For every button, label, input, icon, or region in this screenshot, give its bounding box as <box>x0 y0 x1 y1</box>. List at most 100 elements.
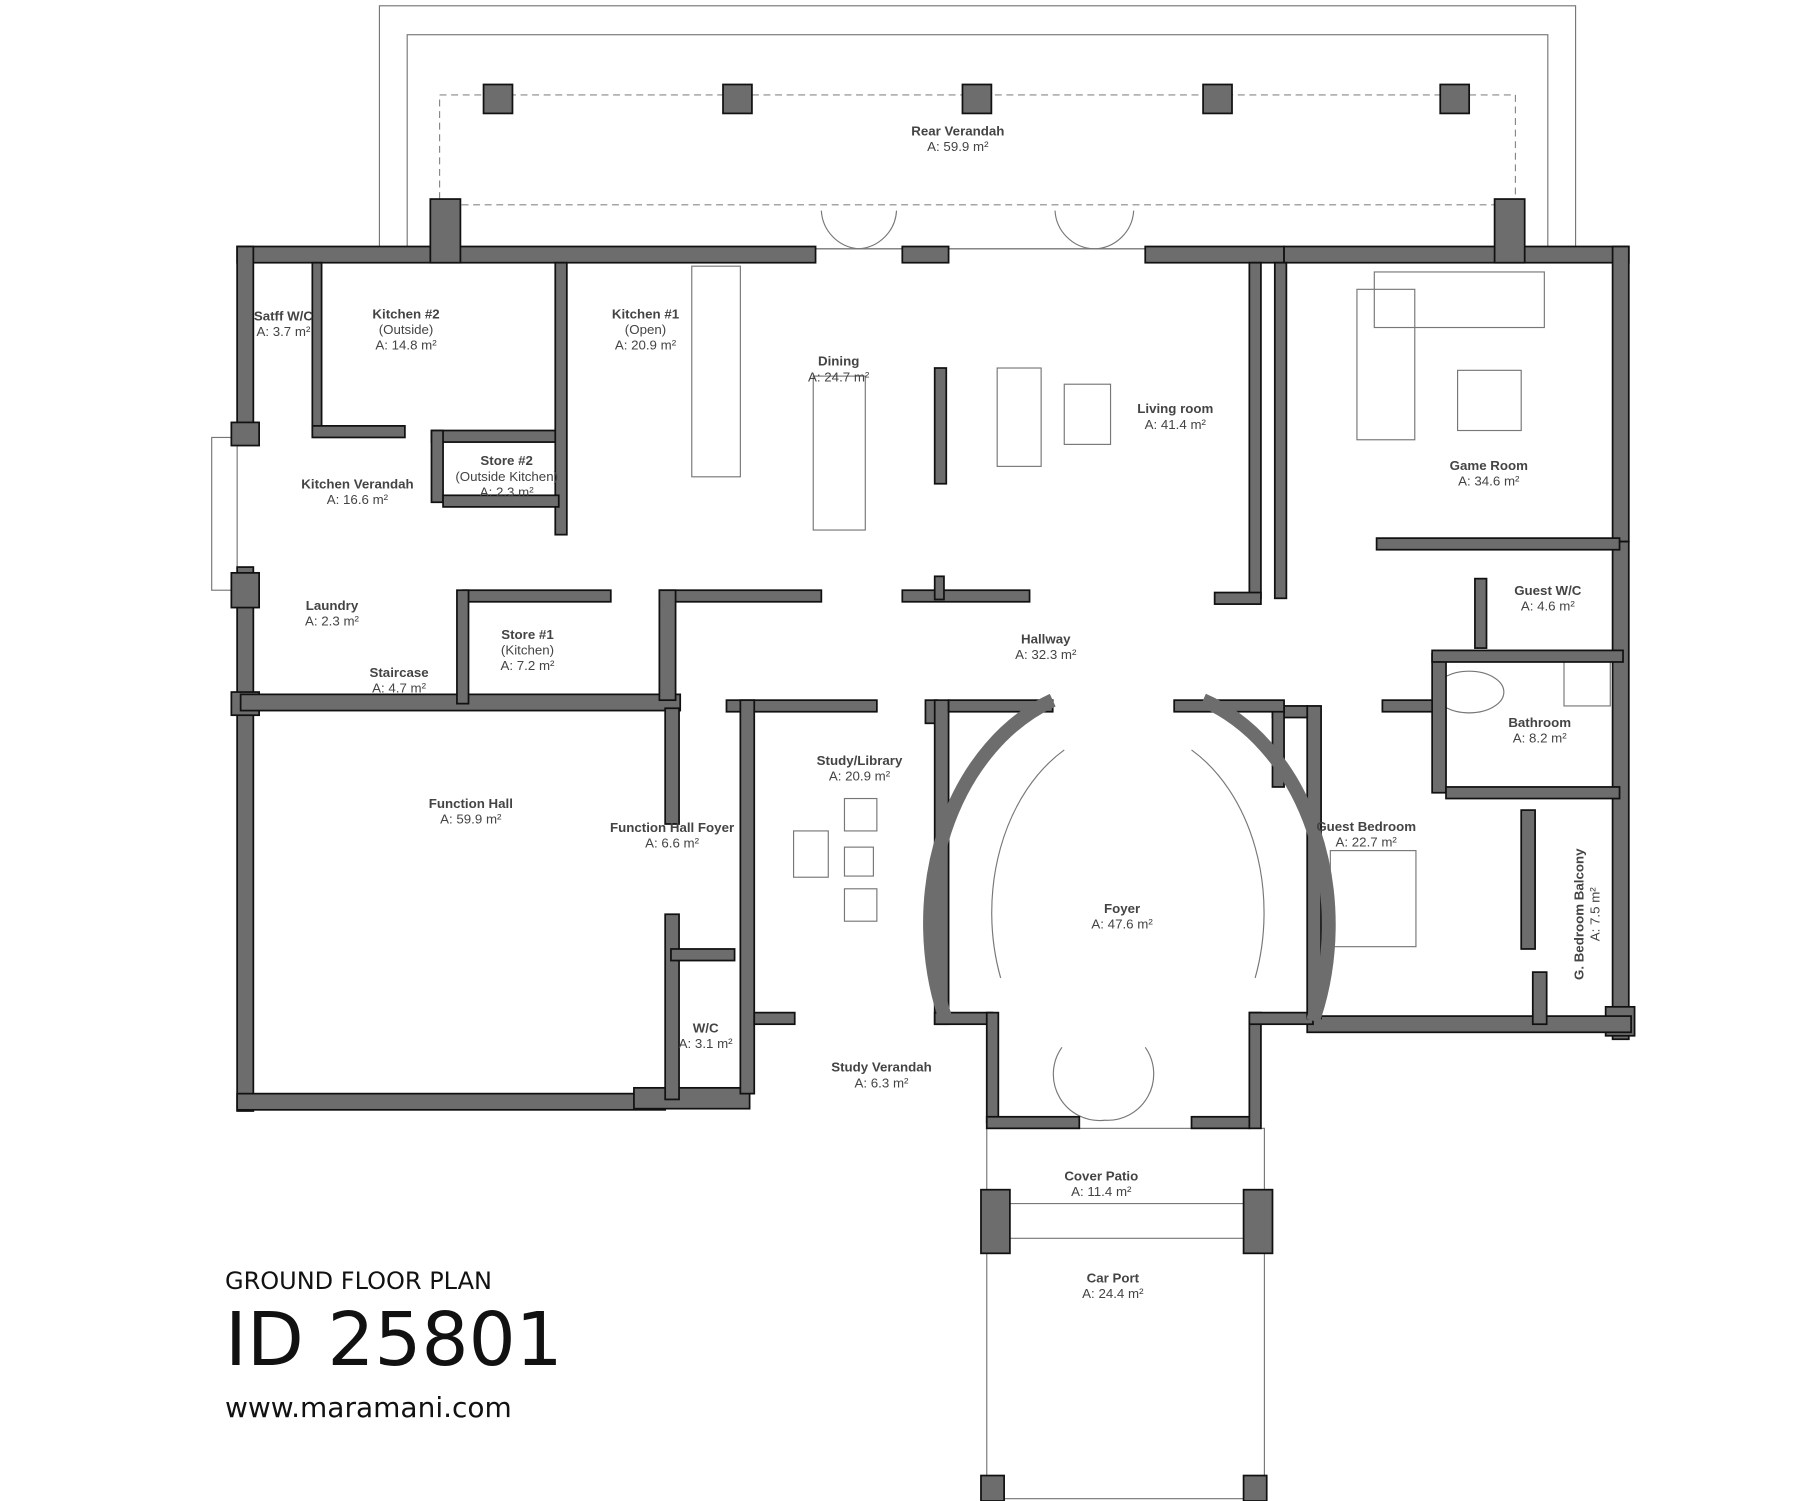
wall-segment <box>554 261 568 536</box>
room-name: Staircase <box>370 665 429 680</box>
curved-staircase-wall <box>923 693 1056 1024</box>
room-name: Guest W/C <box>1514 583 1582 598</box>
room-name: Laundry <box>306 598 359 613</box>
room-name: Living room <box>1137 401 1213 416</box>
wall-segment <box>456 589 470 705</box>
wall-segment <box>1431 652 1447 794</box>
wall-segment <box>230 571 260 609</box>
wall-segment <box>664 707 680 825</box>
website-link[interactable]: www.maramani.com <box>225 1391 512 1424</box>
wall-segment <box>430 429 444 504</box>
wall-segment <box>933 367 948 485</box>
wall-segment <box>236 1092 667 1111</box>
room-name: Dining <box>818 354 859 369</box>
room-area: A: 59.9 m² <box>440 811 502 826</box>
wall-segment <box>429 198 462 264</box>
room-label: Kitchen #1(Open)A: 20.9 m² <box>612 306 680 352</box>
room-name: Game Room <box>1450 458 1528 473</box>
wall-segment <box>725 699 878 713</box>
wall-segment <box>985 1011 1000 1124</box>
wall-segment <box>1520 809 1536 950</box>
room-area: A: 2.3 m² <box>480 484 535 499</box>
room-area: A: 34.6 m² <box>1458 473 1520 488</box>
wall-segment <box>1531 971 1548 1026</box>
wall-segment <box>1431 649 1624 663</box>
wall-segment <box>1375 537 1621 551</box>
wall-segment <box>658 589 677 702</box>
wall-segment <box>1202 83 1233 115</box>
room-area: A: 8.2 m² <box>1513 730 1568 745</box>
wall-segment <box>664 913 680 1101</box>
wall-segment <box>753 1011 796 1026</box>
room-name: Store #2 <box>480 453 532 468</box>
wall-segment <box>430 429 560 443</box>
room-area: A: 3.7 m² <box>256 324 311 339</box>
wall-segment <box>1445 786 1621 800</box>
wall-segment <box>230 421 260 447</box>
room-area: A: 47.6 m² <box>1091 917 1153 932</box>
wall-segment <box>1439 83 1471 115</box>
wall-segment <box>1283 245 1630 264</box>
room-name: Study Verandah <box>831 1060 931 1075</box>
room-area: A: 24.4 m² <box>1082 1286 1144 1301</box>
room-area: A: 41.4 m² <box>1145 417 1207 432</box>
room-area: A: 24.7 m² <box>808 369 870 384</box>
room-label: Store #2(Outside Kitchen)A: 2.3 m² <box>455 453 558 499</box>
wall-segment <box>311 261 323 438</box>
wall-segment <box>1213 591 1262 605</box>
room-name: Car Port <box>1087 1270 1140 1285</box>
wall-segment <box>1144 245 1285 264</box>
wall-segment <box>442 494 560 508</box>
wall-segment <box>670 948 736 962</box>
room-name: W/C <box>693 1020 719 1035</box>
walls <box>230 83 1636 1501</box>
plan-outlines <box>211 5 1611 1500</box>
room-area: A: 4.7 m² <box>372 681 427 696</box>
wall-segment <box>1474 577 1488 649</box>
room-label: W/CA: 3.1 m² <box>679 1020 734 1051</box>
room-name: G. Bedroom Balcony <box>1572 848 1587 980</box>
room-area: A: 20.9 m² <box>829 769 891 784</box>
room-area: A: 6.3 m² <box>855 1075 910 1090</box>
wall-segment <box>1190 1115 1251 1130</box>
room-area: A: 7.2 m² <box>501 658 556 673</box>
room-name: Kitchen #2 <box>372 306 439 321</box>
wall-segment <box>1248 261 1262 600</box>
room-name: Function Hall Foyer <box>610 820 734 835</box>
room-area: A: 6.6 m² <box>645 836 700 851</box>
room-area: A: 32.3 m² <box>1015 647 1077 662</box>
room-area: A: 11.4 m² <box>1071 1184 1132 1199</box>
room-name: Store #1 <box>501 627 554 642</box>
room-area: A: 4.6 m² <box>1521 598 1576 613</box>
wall-segment <box>236 245 255 445</box>
wall-segment <box>985 1115 1081 1130</box>
room-name: Study/Library <box>817 753 903 768</box>
wall-segment <box>722 83 753 115</box>
wall-segment <box>739 699 756 1095</box>
wall-segment <box>311 425 406 439</box>
room-label: Store #1(Kitchen)A: 7.2 m² <box>501 627 556 673</box>
room-sub: (Outside) <box>379 322 434 337</box>
wall-segment <box>1273 261 1288 600</box>
room-area: A: 22.7 m² <box>1336 835 1398 850</box>
wall-segment <box>236 566 255 1112</box>
wall-segment <box>461 589 612 603</box>
room-label: Guest W/CA: 4.6 m² <box>1514 583 1582 614</box>
room-name: Function Hall <box>429 796 513 811</box>
